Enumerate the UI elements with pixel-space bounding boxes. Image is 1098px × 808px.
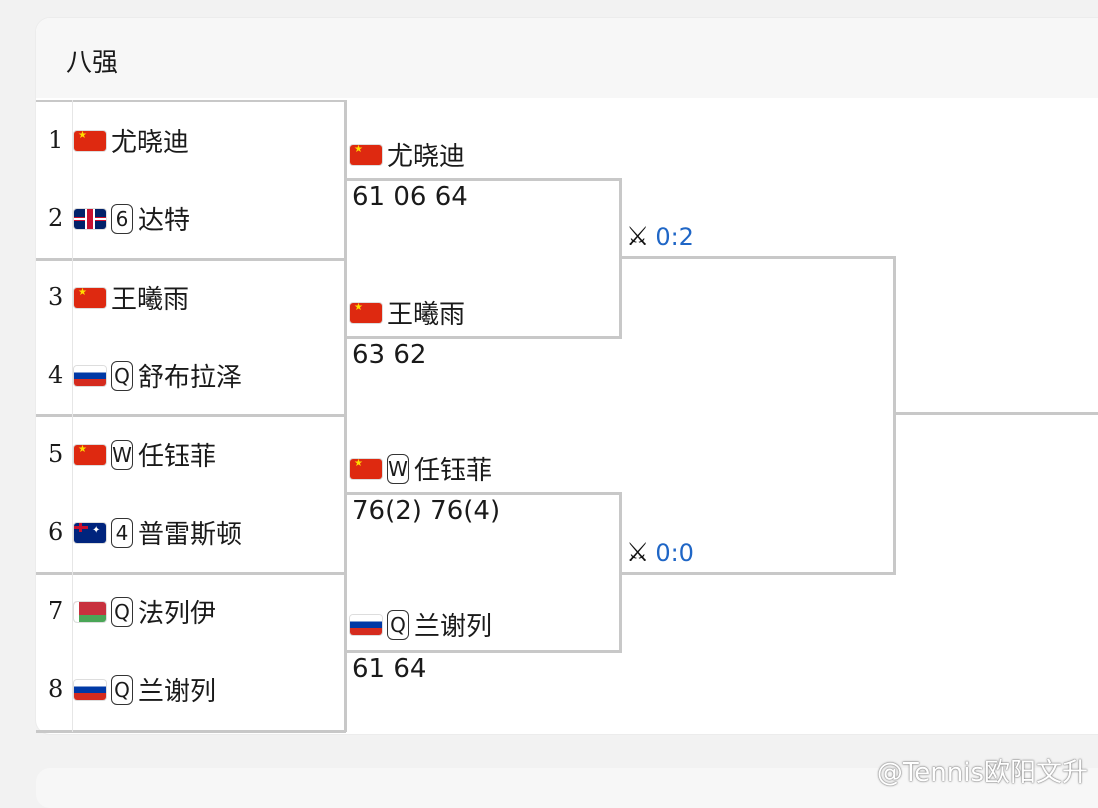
flag-china-icon <box>350 458 382 479</box>
player-name: 舒布拉泽 <box>138 363 243 393</box>
player-name: 兰谢列 <box>138 677 217 707</box>
match-score: 76(2) 76(4) <box>352 496 501 526</box>
r1-divider <box>36 730 346 733</box>
player-name: 普雷斯顿 <box>138 520 243 550</box>
r2-box-top <box>346 492 622 495</box>
entry-badge: Q <box>111 360 133 391</box>
flag-china-icon <box>350 302 382 323</box>
flag-china-icon <box>74 130 106 151</box>
flag-australia-icon <box>74 522 106 543</box>
player-cell[interactable]: 王曦雨 <box>350 294 465 331</box>
entry-badge: 6 <box>111 203 133 234</box>
match-score: 61 06 64 <box>352 182 468 212</box>
player-name: 王曦雨 <box>111 285 190 315</box>
flag-china-icon <box>350 144 382 165</box>
watermark: @Tennis欧阳文升 <box>876 758 1088 788</box>
flag-russia-icon <box>74 679 106 700</box>
draw-position: 5 <box>48 440 64 468</box>
flag-china-icon <box>74 287 106 308</box>
r1-connector <box>344 100 347 732</box>
crossed-swords-icon: ⚔ <box>626 222 650 252</box>
h2h-top[interactable]: ⚔ 0:2 <box>626 222 694 252</box>
round-title: 八强 <box>66 48 119 78</box>
h2h-bottom[interactable]: ⚔ 0:0 <box>626 538 694 568</box>
crossed-swords-icon: ⚔ <box>626 538 650 568</box>
player-name: 尤晓迪 <box>387 142 466 172</box>
entry-badge: W <box>111 439 133 470</box>
h2h-record: 0:2 <box>655 223 694 251</box>
draw-card <box>36 18 1098 734</box>
match-score: 61 64 <box>352 654 427 684</box>
match-score: 63 62 <box>352 340 427 370</box>
r2-box-bottom <box>346 650 622 653</box>
flag-russia-icon <box>350 614 382 635</box>
r1-divider <box>36 414 346 417</box>
draw-position: 6 <box>48 518 64 546</box>
draw-row[interactable]: 1 尤晓迪 <box>36 102 346 180</box>
player-name: 兰谢列 <box>414 612 493 642</box>
card-header <box>36 18 1098 98</box>
player-name: 达特 <box>138 206 191 236</box>
r1-col-left <box>72 100 73 732</box>
r1-divider <box>36 100 346 102</box>
entry-badge: W <box>387 453 409 484</box>
draw-position: 8 <box>48 675 64 703</box>
h2h-record: 0:0 <box>655 539 694 567</box>
draw-position: 4 <box>48 361 64 389</box>
draw-position: 3 <box>48 283 64 311</box>
r1-divider <box>36 258 346 261</box>
flag-belarus-icon <box>74 601 106 622</box>
draw-position: 7 <box>48 597 64 625</box>
sf-box-bottom <box>620 572 896 575</box>
player-cell[interactable]: 尤晓迪 <box>350 136 465 173</box>
sf-box-top <box>620 256 896 259</box>
flag-uk-icon <box>74 208 106 229</box>
final-connector <box>895 412 1098 415</box>
draw-row[interactable]: 3 王曦雨 <box>36 259 346 337</box>
draw-position: 1 <box>48 126 64 154</box>
r2-box-bottom <box>346 336 622 339</box>
player-name: 王曦雨 <box>387 300 466 330</box>
player-cell[interactable]: 尤晓迪 <box>74 122 189 159</box>
entry-badge: Q <box>111 596 133 627</box>
r1-divider <box>36 572 346 575</box>
entry-badge: Q <box>111 674 133 705</box>
flag-russia-icon <box>74 365 106 386</box>
entry-badge: 4 <box>111 517 133 548</box>
sf-box-right <box>893 256 896 575</box>
player-name: 任钰菲 <box>138 442 217 472</box>
r2-box-top <box>346 178 622 181</box>
entry-badge: Q <box>387 609 409 640</box>
draw-position: 2 <box>48 204 64 232</box>
player-name: 尤晓迪 <box>111 128 190 158</box>
player-cell[interactable]: 王曦雨 <box>74 279 189 316</box>
flag-china-icon <box>74 444 106 465</box>
player-name: 任钰菲 <box>414 456 493 486</box>
player-name: 法列伊 <box>138 599 217 629</box>
